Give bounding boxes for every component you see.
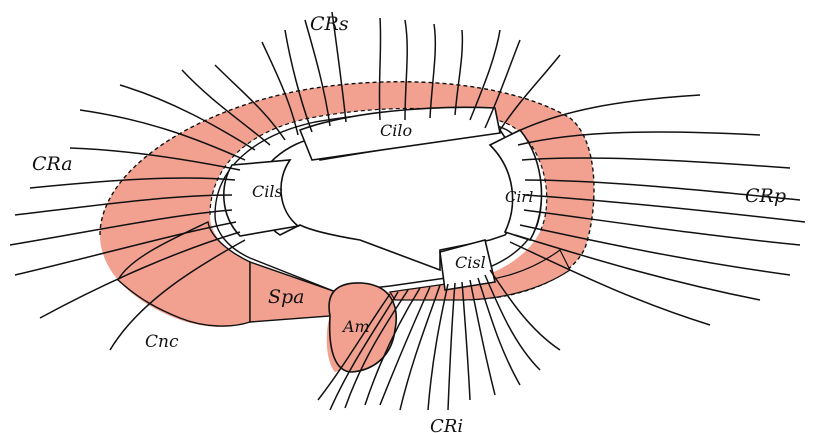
label-cra: CRa (32, 153, 73, 175)
fibre-stroke (448, 283, 455, 410)
label-crp: CRp (745, 185, 786, 207)
label-cisl: Cisl (455, 253, 486, 272)
label-crs: CRs (310, 13, 349, 35)
label-cri: CRi (430, 416, 463, 433)
label-cilo: Cilo (380, 121, 412, 140)
label-am: Am (341, 317, 370, 336)
label-cirl: Cirl (505, 188, 533, 206)
label-spa: Spa (268, 286, 305, 308)
label-cnc: Cnc (145, 332, 179, 352)
fibre-stroke (400, 285, 440, 410)
fibre-stroke (428, 284, 448, 410)
label-cils: Cils (252, 182, 283, 201)
